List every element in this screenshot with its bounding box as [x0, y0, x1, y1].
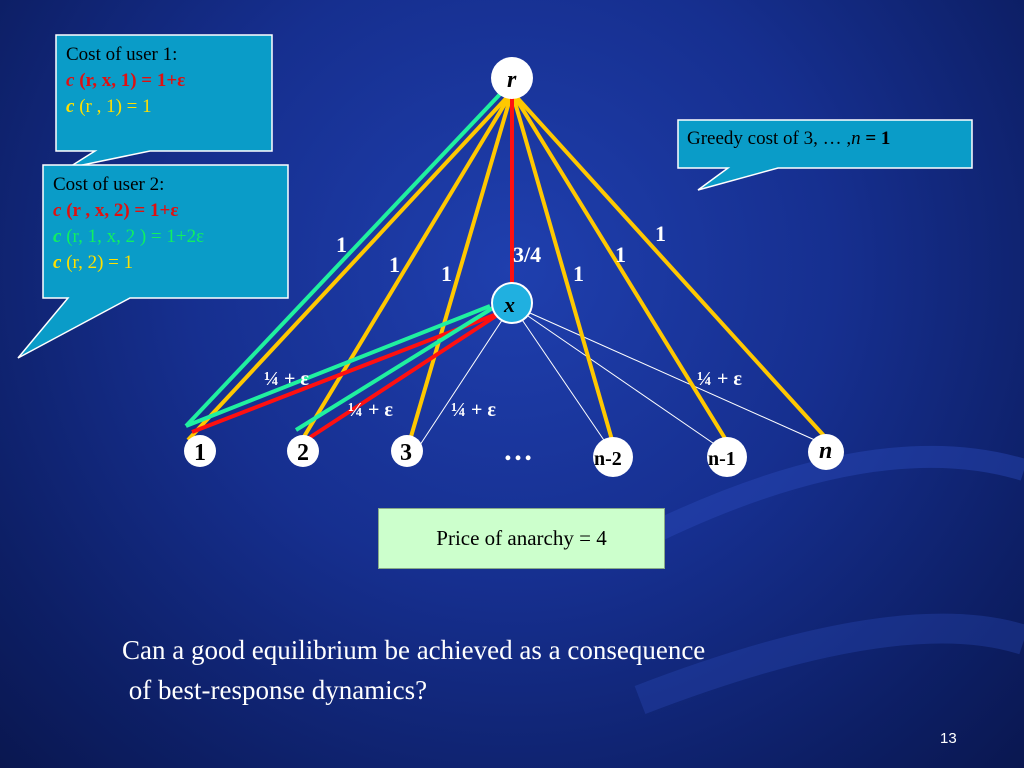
edge-label-r-3: 1	[441, 261, 452, 286]
edge-r-n	[510, 90, 828, 440]
cost-symbol: c	[53, 200, 62, 221]
node-n-2-label: n-2	[594, 448, 622, 470]
cost-symbol: c	[53, 252, 62, 273]
background-swoosh	[594, 445, 1024, 570]
edge-label-r-x: 3/4	[513, 242, 541, 267]
cost-symbol: c	[66, 70, 75, 91]
node-1	[184, 435, 216, 467]
edge-label-x-2: ¼ + ε	[348, 399, 393, 421]
background-swoosh	[634, 613, 1024, 715]
question-text: Can a good equilibrium be achieved as a …	[122, 630, 705, 710]
edge-x-n-2	[511, 304, 613, 453]
edge-label-r-n: 1	[655, 221, 666, 246]
price-of-anarchy-box: Price of anarchy = 4	[378, 508, 665, 569]
cost-args: (r, x, 1) = 1+ε	[74, 70, 186, 91]
greedy-n: n	[851, 128, 861, 149]
cost-args: (r , 1) = 1	[74, 96, 152, 117]
edge-r-2	[300, 90, 514, 442]
edge-label-r-1: 1	[336, 232, 347, 257]
edge-label-r-2: 1	[389, 252, 400, 277]
question-line-1: Can a good equilibrium be achieved as a …	[122, 635, 706, 665]
node-x-label: x	[503, 292, 515, 317]
cost-args: (r, 1, x, 2 ) = 1+2ε	[61, 226, 205, 247]
slide-number: 13	[940, 730, 957, 747]
callout-greedy: Greedy cost of 3, … ,n = 1	[687, 126, 890, 152]
callout-user1-line1: c (r, x, 1) = 1+ε	[66, 68, 185, 94]
edge-label-x-3: ¼ + ε	[451, 399, 496, 421]
callout-user2-title: Cost of user 2:	[53, 174, 165, 195]
edge-label-r-n-1: 1	[615, 242, 626, 267]
edge-x-3	[417, 304, 513, 449]
callout-user1-line2: c (r , 1) = 1	[66, 94, 185, 120]
node-n-label: n	[819, 438, 832, 464]
edge-r-3	[408, 91, 514, 441]
callout-user1-bubble	[55, 34, 273, 169]
cost-args: (r , x, 2) = 1+ε	[61, 200, 179, 221]
edge-x-2	[304, 310, 504, 442]
node-3	[391, 435, 423, 467]
node-3-label: 3	[400, 440, 412, 466]
cost-symbol: c	[66, 96, 75, 117]
callout-greedy-bubble	[677, 119, 973, 191]
node-2-label: 2	[297, 440, 309, 466]
callout-user2: Cost of user 2: c (r , x, 2) = 1+ε c (r,…	[53, 172, 204, 276]
node-n-2	[593, 437, 633, 477]
edge-r-n-2	[510, 91, 614, 441]
node-r-label: r	[507, 67, 517, 93]
path-user1-green	[184, 88, 506, 428]
greedy-text: Greedy cost of 3, … ,	[687, 128, 852, 149]
price-of-anarchy-text: Price of anarchy = 4	[436, 526, 607, 550]
callout-user1: Cost of user 1: c (r, x, 1) = 1+ε c (r ,…	[66, 42, 185, 120]
node-x	[491, 282, 533, 324]
edge-x-n	[511, 304, 827, 446]
node-n-1-label: n-1	[708, 448, 736, 470]
edge-x-n-1	[511, 304, 727, 453]
path-user2-green-a	[185, 304, 491, 428]
node-n-1	[707, 437, 747, 477]
callout-user1-title: Cost of user 1:	[66, 44, 178, 65]
node-r	[491, 57, 533, 99]
node-1-label: 1	[194, 440, 206, 466]
ellipsis-label: …	[503, 434, 533, 467]
node-n	[808, 434, 844, 470]
edge-label-r-n-2: 1	[573, 261, 584, 286]
path-user2-green-b	[294, 304, 498, 432]
edge-r-1	[186, 90, 514, 442]
edge-label-x-1: ¼ + ε	[264, 368, 309, 390]
edge-label-x-n: ¼ + ε	[697, 368, 742, 390]
edge-r-n-1	[510, 90, 728, 442]
cost-symbol: c	[53, 226, 62, 247]
callout-user2-line2: c (r, 1, x, 2 ) = 1+2ε	[53, 224, 204, 250]
cost-args: (r, 2) = 1	[61, 252, 134, 273]
greedy-eq: = 1	[860, 128, 891, 149]
callout-user2-bubble	[17, 164, 289, 359]
callout-user2-line3: c (r, 2) = 1	[53, 250, 204, 276]
callout-user2-line1: c (r , x, 2) = 1+ε	[53, 198, 204, 224]
node-2	[287, 435, 319, 467]
question-line-2: of best-response dynamics?	[122, 675, 428, 705]
